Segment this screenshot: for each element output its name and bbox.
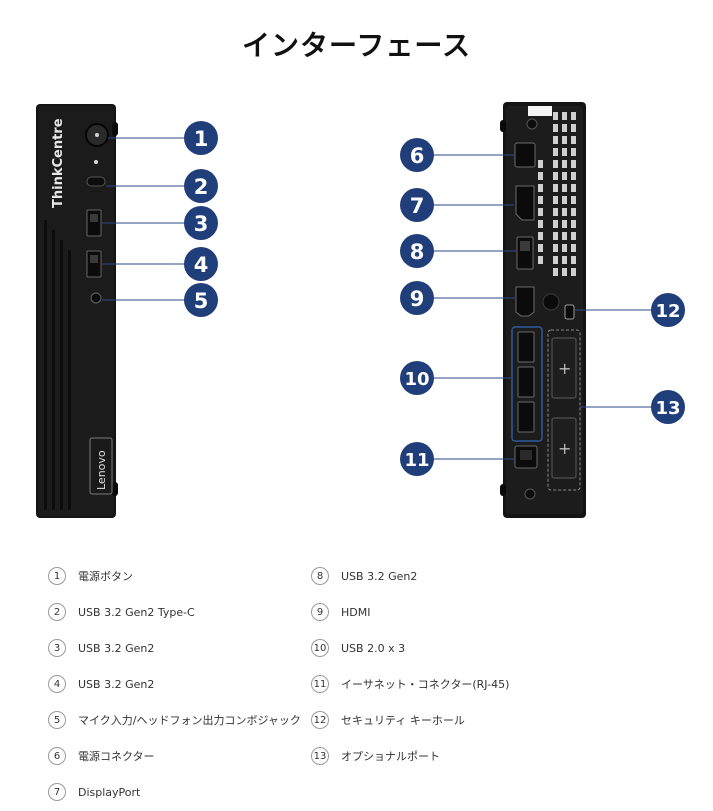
legend-label: USB 3.2 Gen2 [341,569,418,583]
callout-10: 10 [400,361,434,395]
legend-item-8: 8 USB 3.2 Gen2 [311,565,417,587]
svg-text:+: + [558,359,571,378]
callout-4: 4 [184,247,218,281]
legend-num: 9 [311,603,329,621]
legend-item-13: 13 オプショナルポート [311,745,440,767]
legend-item-5: 5 マイク入力/ヘッドフォン出力コンボジャック [48,709,301,731]
legend-num: 10 [311,639,329,657]
legend-num: 4 [48,675,66,693]
page-title: インターフェース [242,29,471,62]
front-brand-lenovo: Lenovo [95,450,108,490]
displayport-port[interactable] [515,185,535,221]
callout-1-number: 1 [194,127,209,151]
usb-a-port-front-1[interactable] [86,209,102,237]
callouts: 1 2 3 4 5 6 7 8 9 10 11 12 13 [184,121,685,476]
legend-label: DisplayPort [78,785,141,799]
callout-11-number: 11 [404,450,429,471]
legend-item-10: 10 USB 2.0 x 3 [311,637,405,659]
legend-num: 8 [311,567,329,585]
legend-item-7: 7 DisplayPort [48,781,140,803]
rear-view: + + [500,102,586,518]
callout-6-number: 6 [410,144,425,168]
legend-num: 12 [311,711,329,729]
legend-label: 電源ボタン [78,570,133,583]
callout-5: 5 [184,283,218,317]
legend-label: 電源コネクター [78,750,155,763]
callout-8: 8 [400,234,434,268]
usb2-port-2[interactable] [517,366,535,398]
security-keyhole[interactable] [564,304,575,320]
callout-1: 1 [184,121,218,155]
lenovo-badge [89,437,113,495]
legend-num: 2 [48,603,66,621]
legend-item-2: 2 USB 3.2 Gen2 Type-C [48,601,195,623]
legend-label: マイク入力/ヘッドフォン出力コンボジャック [78,714,301,727]
legend-num: 1 [48,567,66,585]
legend-item-4: 4 USB 3.2 Gen2 [48,673,154,695]
legend-item-6: 6 電源コネクター [48,745,155,767]
callout-2: 2 [184,169,218,203]
legend-label: イーサネット・コネクター(RJ-45) [341,678,510,691]
legend-num: 11 [311,675,329,693]
callout-8-number: 8 [410,240,425,264]
usb-a-port-front-2[interactable] [86,250,102,278]
legend-label: USB 3.2 Gen2 Type-C [78,605,195,619]
legend-item-12: 12 セキュリティ キーホール [311,709,465,731]
legend-item-1: 1 電源ボタン [48,565,133,587]
audio-jack[interactable] [90,292,102,304]
usb2-port-3[interactable] [517,401,535,433]
callout-12: 12 [651,293,685,327]
front-view: ThinkCentre Lenovo [36,104,118,518]
front-brand-model: ThinkCentre [51,118,66,208]
callout-3-number: 3 [194,212,209,236]
legend-num: 5 [48,711,66,729]
callout-12-number: 12 [655,301,680,322]
legend-label: USB 3.2 Gen2 [78,641,155,655]
legend-num: 6 [48,747,66,765]
callout-9-number: 9 [410,287,425,311]
rear-vent [538,112,576,276]
power-indicator [94,160,98,164]
callout-10-number: 10 [404,369,429,390]
legend-num: 13 [311,747,329,765]
legend-item-9: 9 HDMI [311,601,370,623]
legend-num: 7 [48,783,66,801]
leader-lines [102,137,652,460]
callout-3: 3 [184,206,218,240]
interface-diagram: ThinkCentre Lenovo [36,102,685,518]
callout-4-number: 4 [194,253,209,277]
hdmi-port[interactable] [515,286,535,317]
usb-c-port[interactable] [86,176,106,187]
legend-label: オプショナルポート [341,750,440,763]
usb2-group-frame [511,326,543,442]
legend-label: HDMI [341,605,371,619]
callout-6: 6 [400,138,434,172]
legend-num: 3 [48,639,66,657]
callout-13: 13 [651,390,685,424]
callout-7-number: 7 [410,194,425,218]
callout-9: 9 [400,281,434,315]
legend-label: USB 3.2 Gen2 [78,677,155,691]
optional-ports-frame [547,329,581,491]
legend-item-11: 11 イーサネット・コネクター(RJ-45) [311,673,509,695]
callout-2-number: 2 [194,175,209,199]
callout-7: 7 [400,188,434,222]
svg-text:+: + [558,439,571,458]
callout-11: 11 [400,442,434,476]
legend-label: セキュリティ キーホール [341,714,465,727]
legend: 1 電源ボタン 2 USB 3.2 Gen2 Type-C 3 USB 3.2 … [0,555,713,805]
callout-5-number: 5 [194,289,209,313]
legend-item-3: 3 USB 3.2 Gen2 [48,637,154,659]
legend-label: USB 2.0 x 3 [341,641,406,655]
usb2-port-1[interactable] [517,331,535,363]
power-connector[interactable] [514,142,536,168]
callout-13-number: 13 [655,398,680,419]
